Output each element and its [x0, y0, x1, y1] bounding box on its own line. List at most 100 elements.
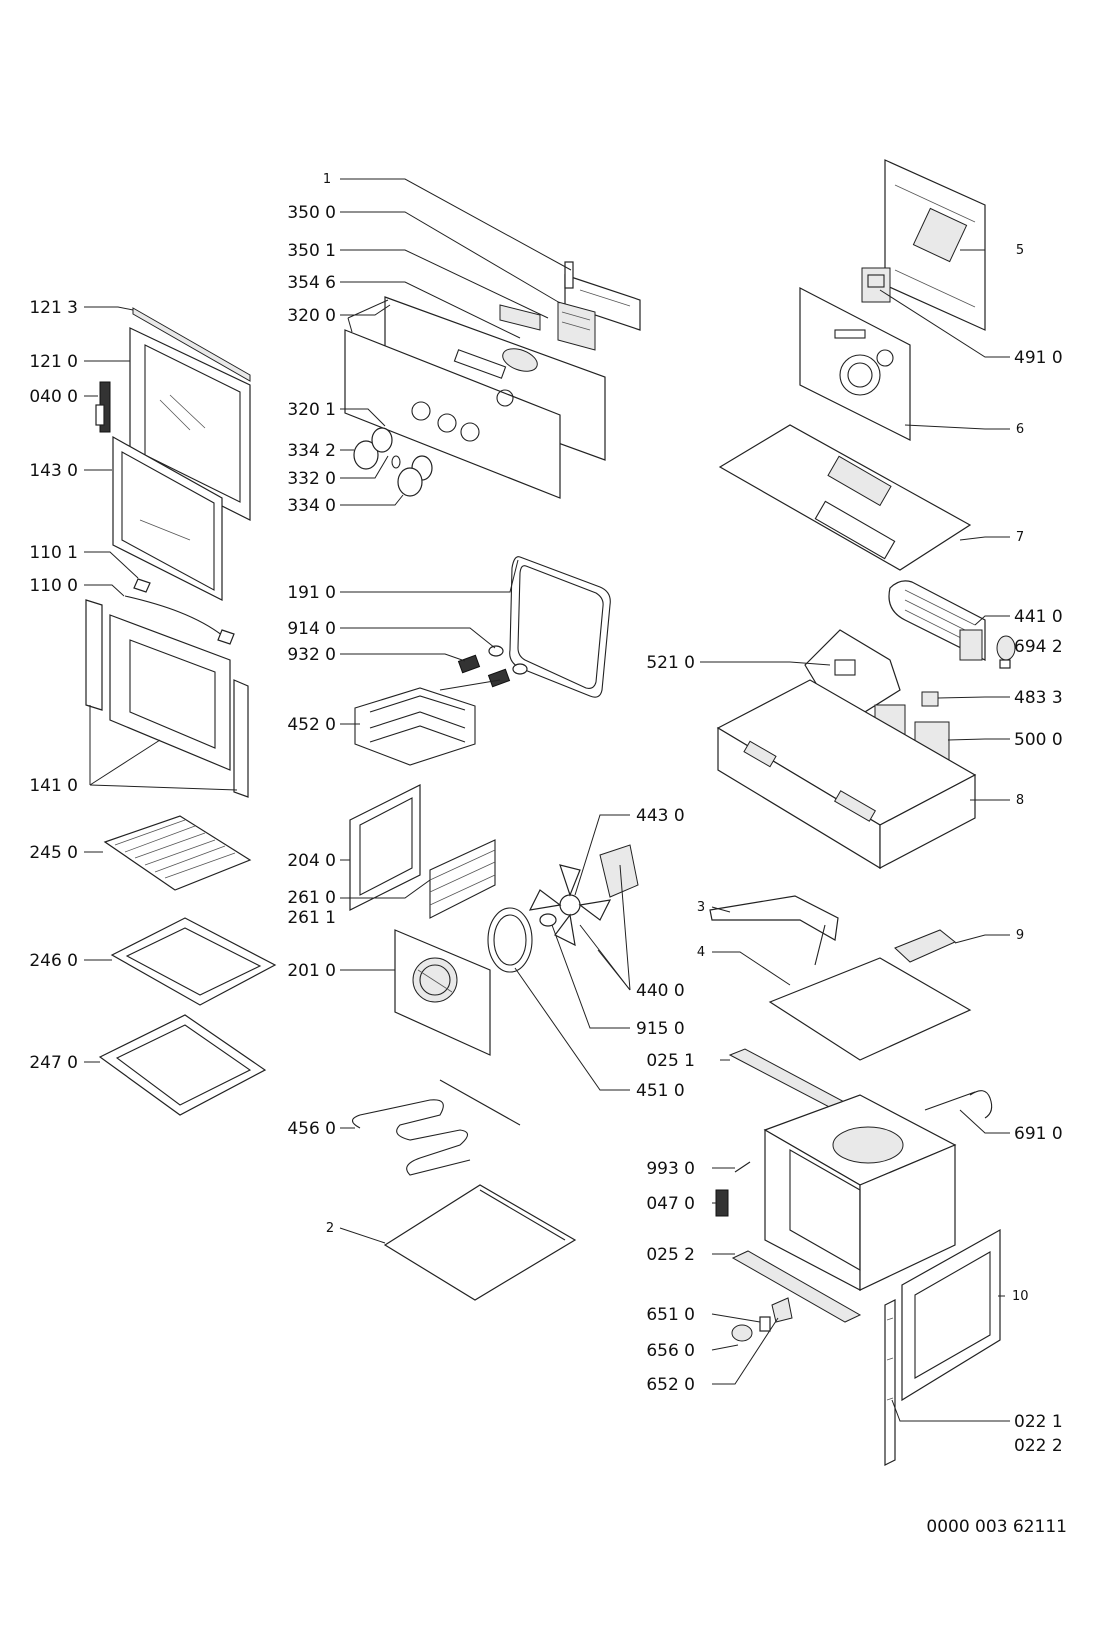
part-5-rear-cover	[884, 159, 986, 331]
label-040-0: 040 0	[29, 387, 78, 407]
label-656-0: 656 0	[646, 1341, 695, 1361]
label-993-0: 993 0	[646, 1159, 695, 1179]
label-334-0: 334 0	[287, 496, 336, 516]
part-022-side-rail	[884, 1299, 896, 1466]
label-10: 10	[1012, 1289, 1029, 1304]
label-141-0: 141 0	[29, 776, 78, 796]
label-201-0: 201 0	[287, 961, 336, 981]
part-oven-cavity	[763, 1094, 957, 1291]
part-labels: 1 350 0 350 1 354 6 320 0 121 3 121 0 04…	[29, 172, 1062, 1456]
part-443-fan-blade	[528, 844, 639, 947]
part-334-knobs	[353, 427, 433, 497]
label-441-0: 441 0	[1014, 607, 1063, 627]
label-694-2: 694 2	[1014, 637, 1063, 657]
part-201-rear-panel	[394, 929, 491, 1056]
label-110-0: 110 0	[29, 576, 78, 596]
leader-lines	[84, 178, 1010, 1422]
label-022-1: 022 1	[1014, 1412, 1063, 1432]
label-320-0: 320 0	[287, 306, 336, 326]
part-8-housing	[716, 679, 977, 870]
label-651-0: 651 0	[646, 1305, 695, 1325]
part-491-thermostat	[861, 267, 891, 303]
label-1: 1	[323, 172, 331, 187]
label-245-0: 245 0	[29, 843, 78, 863]
label-4: 4	[697, 945, 705, 960]
label-491-0: 491 0	[1014, 348, 1063, 368]
part-691-probe	[924, 1090, 993, 1119]
label-022-2: 022 2	[1014, 1436, 1063, 1456]
label-451-0: 451 0	[636, 1081, 685, 1101]
label-443-0: 443 0	[636, 806, 685, 826]
label-261-1: 261 1	[287, 908, 336, 928]
part-350-switch-module	[499, 301, 596, 351]
part-915-nut	[539, 913, 557, 927]
part-191-door-gasket	[509, 556, 611, 698]
label-320-1: 320 1	[287, 400, 336, 420]
label-121-3: 121 3	[29, 298, 78, 318]
part-245-wire-shelf	[103, 815, 252, 891]
label-047-0: 047 0	[646, 1194, 695, 1214]
label-6: 6	[1016, 422, 1024, 437]
part-025-1-rail	[728, 1048, 852, 1111]
document-number: 0000 003 62111	[926, 1517, 1067, 1537]
label-652-0: 652 0	[646, 1375, 695, 1395]
label-483-3: 483 3	[1014, 688, 1063, 708]
label-354-6: 354 6	[287, 273, 336, 293]
part-9-cover	[894, 929, 956, 963]
part-993-screw	[734, 1161, 751, 1173]
part-143-inner-glass	[112, 435, 223, 601]
part-7-top-cover	[718, 424, 972, 571]
label-440-0: 440 0	[636, 981, 685, 1001]
part-141-door-frame	[85, 599, 249, 798]
label-334-2: 334 2	[287, 441, 336, 461]
label-456-0: 456 0	[287, 1119, 336, 1139]
label-332-0: 332 0	[287, 469, 336, 489]
part-204-side-rail	[349, 784, 421, 911]
label-246-0: 246 0	[29, 951, 78, 971]
label-500-0: 500 0	[1014, 730, 1063, 750]
part-914-932-fixings	[457, 645, 528, 688]
label-261-0: 261 0	[287, 888, 336, 908]
part-246-tray	[110, 917, 277, 1006]
label-452-0: 452 0	[287, 715, 336, 735]
label-121-0: 121 0	[29, 352, 78, 372]
label-932-0: 932 0	[287, 645, 336, 665]
label-914-0: 914 0	[287, 619, 336, 639]
label-025-1: 025 1	[646, 1051, 695, 1071]
label-8: 8	[1016, 793, 1024, 808]
label-915-0: 915 0	[636, 1019, 685, 1039]
label-9: 9	[1016, 928, 1024, 943]
part-261-shelf-runners	[429, 839, 496, 919]
label-521-0: 521 0	[646, 653, 695, 673]
part-694-lamp	[996, 635, 1016, 669]
label-3: 3	[697, 900, 705, 915]
part-651-656-652-lamp-assembly	[731, 1297, 793, 1342]
label-204-0: 204 0	[287, 851, 336, 871]
part-3-rail	[709, 895, 839, 966]
part-247-deep-tray	[98, 1014, 267, 1116]
part-441-cooling-fan	[888, 580, 986, 661]
part-451-circular-element	[487, 907, 533, 973]
label-110-1: 110 1	[29, 543, 78, 563]
label-5: 5	[1016, 243, 1024, 258]
part-1-bracket	[564, 261, 641, 331]
part-320-control-panel	[344, 296, 606, 499]
label-025-2: 025 2	[646, 1245, 695, 1265]
part-040-hinge	[95, 381, 111, 433]
label-350-1: 350 1	[287, 241, 336, 261]
part-452-top-heater	[354, 679, 501, 766]
part-025-2-rail	[731, 1250, 862, 1323]
part-2-bottom-plate	[383, 1184, 577, 1301]
part-4-top-plate	[768, 957, 972, 1061]
label-350-0: 350 0	[287, 203, 336, 223]
part-110-clips	[124, 578, 235, 645]
label-247-0: 247 0	[29, 1053, 78, 1073]
label-7: 7	[1016, 530, 1024, 545]
part-047-latch	[715, 1189, 729, 1217]
part-6-rear-panel	[799, 287, 911, 441]
part-456-bottom-heater	[351, 1079, 521, 1176]
part-10-side-panel	[901, 1228, 1001, 1402]
label-143-0: 143 0	[29, 461, 78, 481]
part-483-switch	[921, 691, 939, 707]
